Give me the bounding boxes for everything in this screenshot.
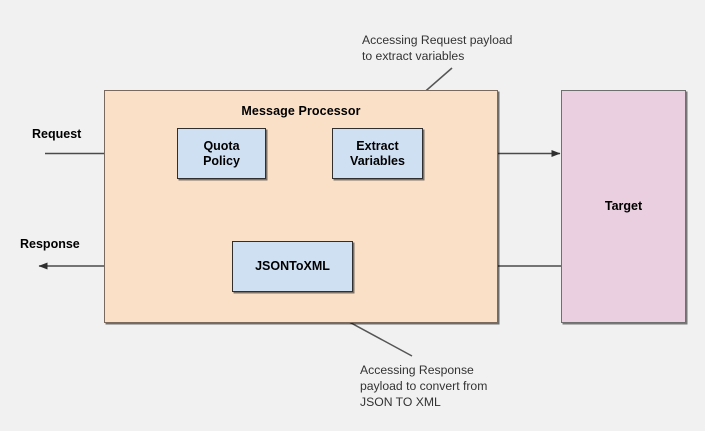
policy-label-line2: Variables (350, 153, 405, 168)
policy-label-extract-variables: Extract Variables (350, 139, 405, 169)
annotation-request-payload: Accessing Request payload to extract var… (362, 33, 513, 64)
policy-node-jsontoxml[interactable]: JSONToXML (232, 241, 353, 292)
target-label: Target (604, 199, 643, 214)
policy-label-jsontoxml: JSONToXML (255, 259, 330, 274)
request-flow-label: Request (32, 127, 82, 141)
response-flow-label: Response (20, 237, 80, 251)
target-node[interactable]: Target (561, 90, 686, 323)
policy-label-line1: Extract (356, 138, 399, 153)
policy-label-quota-policy: Quota Policy (203, 139, 240, 169)
policy-node-extract-variables[interactable]: Extract Variables (332, 128, 423, 179)
message-processor-title: Message Processor (241, 104, 361, 118)
policy-node-quota-policy[interactable]: Quota Policy (177, 128, 266, 179)
policy-label-line2: Policy (203, 153, 240, 168)
policy-label-line1: Quota (203, 138, 240, 153)
annotation-response-payload: Accessing Response payload to convert fr… (360, 363, 488, 410)
